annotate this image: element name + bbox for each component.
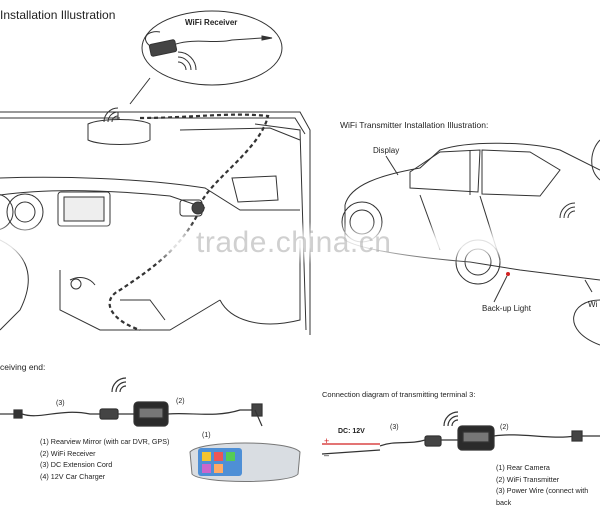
watermark-band <box>0 222 600 264</box>
watermark-text: trade.china.cn <box>196 226 392 259</box>
receiving-wiring <box>0 377 263 427</box>
plus-sign: + <box>324 436 330 446</box>
receiving-title: ceiving end: <box>0 362 46 372</box>
legend-item: (4) 12V Car Charger <box>40 471 106 481</box>
transmitter-install-title: WiFi Transmitter Installation Illustrati… <box>340 120 489 130</box>
receiving-marker-3: (3) <box>56 400 65 407</box>
legend-item: (3) DC Extension Cord <box>40 460 113 469</box>
transmitting-wiring <box>321 411 600 455</box>
backup-light-marker <box>506 272 510 276</box>
rearview-mirror-product <box>189 442 301 482</box>
display-label: Display <box>373 146 400 155</box>
transmitting-marker-2: (2) <box>500 424 509 431</box>
legend-item: (1) Rear Camera <box>496 463 550 472</box>
legend-item: (2) WiFi Receiver <box>40 448 96 458</box>
backup-light-label: Back-up Light <box>482 304 531 313</box>
transmitting-legend: (1) Rear Camera (2) WiFi Transmitter (3)… <box>496 462 600 508</box>
transmitting-marker-3: (3) <box>390 424 399 431</box>
receiver-install-title: Installation Illustration <box>0 8 116 22</box>
transmitting-title: Connection diagram of transmitting termi… <box>322 390 476 399</box>
receiver-bubble <box>129 10 283 105</box>
minus-sign: – <box>324 450 330 460</box>
wifi-receiver-label: WiFi Receiver <box>185 18 238 27</box>
dc-label: DC: 12V <box>338 428 365 435</box>
receiving-marker-2: (2) <box>176 398 185 405</box>
cutoff-label: Wi <box>588 300 598 309</box>
receiving-marker-1: (1) <box>202 432 211 439</box>
legend-item: (2) WiFi Transmitter <box>496 474 560 484</box>
legend-item: (1) Rearview Mirror (with car DVR, GPS) <box>40 437 170 446</box>
receiving-legend: (1) Rearview Mirror (with car DVR, GPS) … <box>40 436 169 482</box>
legend-item: (3) Power Wire (connect with back <box>496 486 589 507</box>
